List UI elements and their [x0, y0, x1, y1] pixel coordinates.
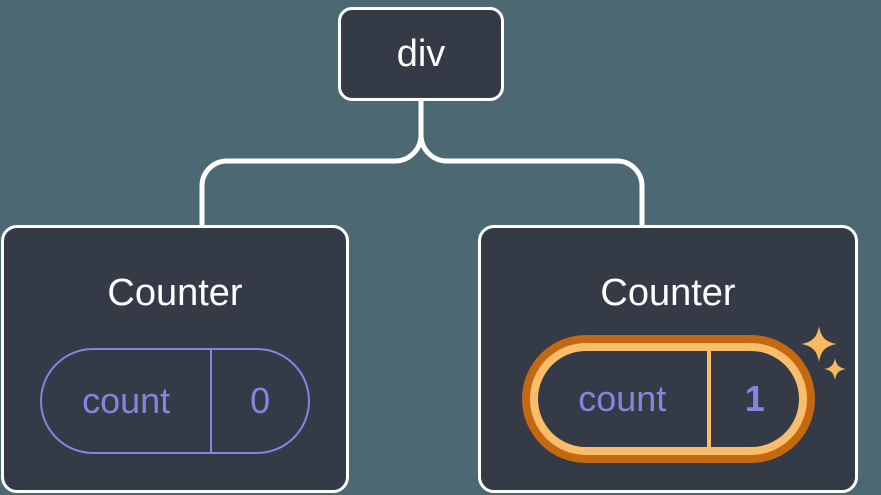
state-highlight-ring-inner: count 1: [529, 343, 807, 455]
root-node-div: div: [338, 7, 504, 101]
component-title-right: Counter: [600, 272, 736, 314]
state-value-left: 0: [250, 380, 271, 421]
connector-left-branch: [199, 132, 424, 229]
sparkle-star-large: [801, 326, 837, 362]
state-pill-right: count 1: [537, 351, 799, 447]
sparkle-star-small: [824, 358, 846, 380]
state-highlight-ring-outer: count 1: [521, 335, 815, 463]
connector-right-branch: [418, 132, 645, 229]
state-value-right: 1: [744, 378, 765, 419]
state-pill-left: count 0: [40, 348, 310, 454]
root-node-label: div: [396, 32, 446, 75]
state-key-left: count: [42, 350, 213, 452]
counter-card-right: Counter count 1: [478, 225, 858, 493]
counter-card-left: Counter count 0: [1, 225, 349, 493]
component-title-left: Counter: [107, 272, 243, 314]
state-key-right: count: [538, 351, 712, 447]
